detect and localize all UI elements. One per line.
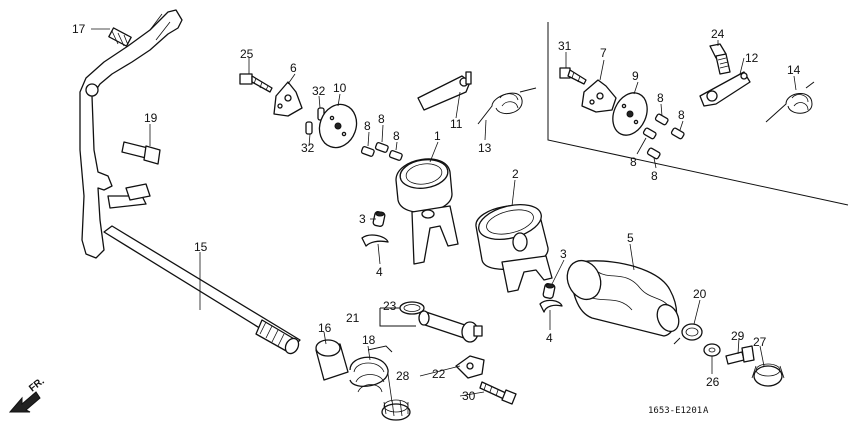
callout-6: 6 (290, 61, 297, 75)
callout-11: 11 (450, 117, 463, 131)
callout-1: 1 (434, 129, 441, 143)
callout-28: 28 (396, 369, 410, 383)
leader-lines (91, 28, 797, 403)
part-24-bolt (709, 43, 731, 75)
part-9-disc (612, 92, 648, 136)
part-1-fork (395, 158, 459, 265)
callout-21: 20 (693, 287, 707, 301)
callout-8-a: 8 (364, 119, 371, 133)
part-12-arm (699, 71, 751, 107)
part-21-bearing (673, 323, 703, 345)
callout-29: 29 (731, 329, 745, 343)
callout-20: 21 (346, 311, 360, 325)
part-4-clip-left (361, 234, 389, 247)
diagram-code: 1653-E1201 (648, 406, 702, 416)
part-8-pins-left (360, 142, 403, 161)
callout-3-left: 3 (359, 212, 366, 226)
inset-outline (547, 22, 849, 206)
part-20-shaft (418, 310, 483, 343)
callout-8-f: 8 (630, 155, 637, 169)
callout-12: 12 (745, 51, 759, 65)
part-10-disc (318, 103, 358, 149)
callout-26: 26 (706, 375, 720, 389)
callout-23: 23 (383, 299, 397, 313)
callout-8-c: 8 (393, 129, 400, 143)
gearshift-arm (79, 9, 183, 259)
part-29-bolt (725, 345, 755, 365)
callout-14: 14 (787, 63, 801, 77)
part-5-drum (566, 259, 680, 337)
callout-24: 24 (711, 27, 725, 41)
callout-3-right: 3 (560, 247, 567, 261)
callout-10: 10 (333, 81, 347, 95)
callout-labels: 17 25 6 32 10 19 8 8 8 32 1 11 13 2 3 4 … (72, 22, 801, 403)
part-16-collar (315, 339, 349, 381)
callout-16: 16 (318, 321, 332, 335)
callout-32-top: 32 (312, 84, 326, 98)
part-30-bolt (479, 381, 517, 405)
callout-13: 13 (478, 141, 492, 155)
callout-8-b: 8 (378, 112, 385, 126)
callout-7: 7 (600, 46, 607, 60)
callout-15: 15 (194, 240, 208, 254)
part-7-plate (581, 79, 617, 113)
part-14-spring (765, 81, 815, 123)
callout-25: 25 (240, 47, 254, 61)
callout-5: 5 (627, 231, 634, 245)
part-20-bracket (379, 307, 416, 327)
part-26-washer (703, 343, 721, 357)
callout-9: 9 (632, 69, 639, 83)
callout-17: 17 (72, 22, 86, 36)
part-8-pins-right (642, 113, 685, 160)
callout-19: 19 (144, 111, 158, 125)
part-25-bolt (239, 73, 273, 93)
part-15-spindle (103, 225, 301, 355)
callout-8-g: 8 (651, 169, 658, 183)
callout-2: 2 (512, 167, 519, 181)
part-11-arm (417, 71, 472, 111)
callout-32-bottom: 32 (301, 141, 315, 155)
callout-18: 18 (362, 333, 376, 347)
part-28-collar (381, 399, 411, 421)
callout-4-left: 4 (376, 265, 383, 279)
part-6-plate (273, 81, 303, 117)
part-19-pin (121, 141, 161, 165)
part-17-spring (108, 27, 132, 47)
callout-8-e: 8 (678, 108, 685, 122)
callout-31: 31 (558, 39, 572, 53)
part-3-pin-left (372, 211, 386, 227)
diagram-rev: A (703, 406, 709, 416)
callout-27: 27 (753, 335, 767, 349)
part-13-spring (477, 87, 537, 125)
front-arrow-icon (8, 391, 41, 413)
direction-label: FR. (27, 376, 47, 395)
part-4-clip-right (539, 299, 563, 313)
part-31-bolt (559, 67, 587, 85)
part-27-cap (751, 363, 785, 387)
part-22-plate (455, 355, 485, 379)
callout-8-d: 8 (657, 91, 664, 105)
part-18-spring (349, 345, 393, 393)
part-3-pin-right (542, 283, 556, 299)
callout-30: 30 (462, 389, 476, 403)
part-2-fork (475, 204, 553, 293)
callout-4-right: 4 (546, 331, 553, 345)
callout-22: 22 (432, 367, 446, 381)
